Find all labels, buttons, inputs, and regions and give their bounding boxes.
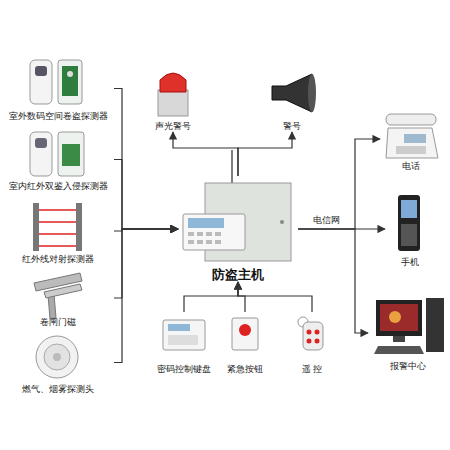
computer-icon [374, 298, 444, 354]
host-box: 防盗主机 [178, 176, 298, 282]
node-label: 电话 [402, 161, 420, 172]
signal-connector [238, 282, 312, 312]
telephone-icon [386, 114, 438, 158]
siren-box: 警号 [262, 65, 322, 132]
node-label: 室内红外双鉴入侵探测器 [9, 181, 108, 192]
signal-connector [238, 282, 245, 312]
input-box: 密码控制键盘 [150, 312, 218, 375]
dual-tech-detector-icon [30, 132, 84, 176]
signal-connector [114, 229, 178, 231]
signal-connector [298, 228, 385, 229]
infrared-beam-icon [33, 203, 82, 251]
signal-connector [184, 282, 238, 312]
output-box: 手机 [385, 190, 435, 268]
signal-connector [298, 139, 380, 229]
node-label: 燃气、烟雾探测头 [22, 384, 94, 395]
input-box: 紧急按钮 [220, 312, 270, 375]
node-label: 手机 [401, 257, 419, 268]
node-label: 紧急按钮 [227, 364, 263, 375]
signal-connector [114, 229, 178, 363]
siren-box: 声光警号 [145, 65, 201, 132]
output-box: 报警中心 [368, 294, 448, 372]
detector-box: 室内红外双鉴入侵探测器 [2, 127, 114, 192]
strobe-siren-icon [158, 73, 188, 116]
node-label: 密码控制键盘 [157, 364, 211, 375]
signal-connector [238, 132, 292, 176]
panic-button-icon [232, 318, 258, 350]
signal-connector [114, 160, 178, 230]
node-label: 室外数码空间卷盗探测器 [9, 111, 108, 122]
detector-box: 室外数码空间卷盗探测器 [2, 55, 114, 122]
signal-connector [298, 229, 368, 333]
alarm-host-icon [183, 150, 291, 261]
keypad-icon [163, 320, 205, 350]
horn-siren-icon [272, 74, 316, 112]
mobile-phone-icon [398, 195, 420, 251]
remote-fob-icon [298, 317, 323, 350]
node-label: 防盗主机 [212, 267, 264, 282]
node-label: 红外线对射探测器 [22, 254, 94, 265]
smoke-detector-icon [36, 336, 78, 378]
signal-connector [114, 229, 178, 298]
node-label: 卷闸门磁 [40, 317, 76, 328]
input-box: 遥 控 [290, 312, 334, 375]
detector-box: 红外线对射探测器 [2, 197, 114, 265]
node-label: 遥 控 [302, 364, 323, 375]
signal-connector [173, 132, 238, 176]
signal-connector [114, 89, 178, 230]
node-label: 声光警号 [155, 121, 191, 132]
detector-box: 燃气、烟雾探测头 [2, 330, 114, 395]
node-label: 警号 [283, 121, 301, 132]
node-label: 报警中心 [390, 361, 426, 372]
output-box: 电话 [380, 106, 442, 172]
detector-box: 卷闸门磁 [2, 268, 114, 328]
door-magnet-icon [34, 273, 82, 319]
edge-label: 电信网 [313, 215, 340, 227]
pir-detector-icon [30, 60, 82, 104]
